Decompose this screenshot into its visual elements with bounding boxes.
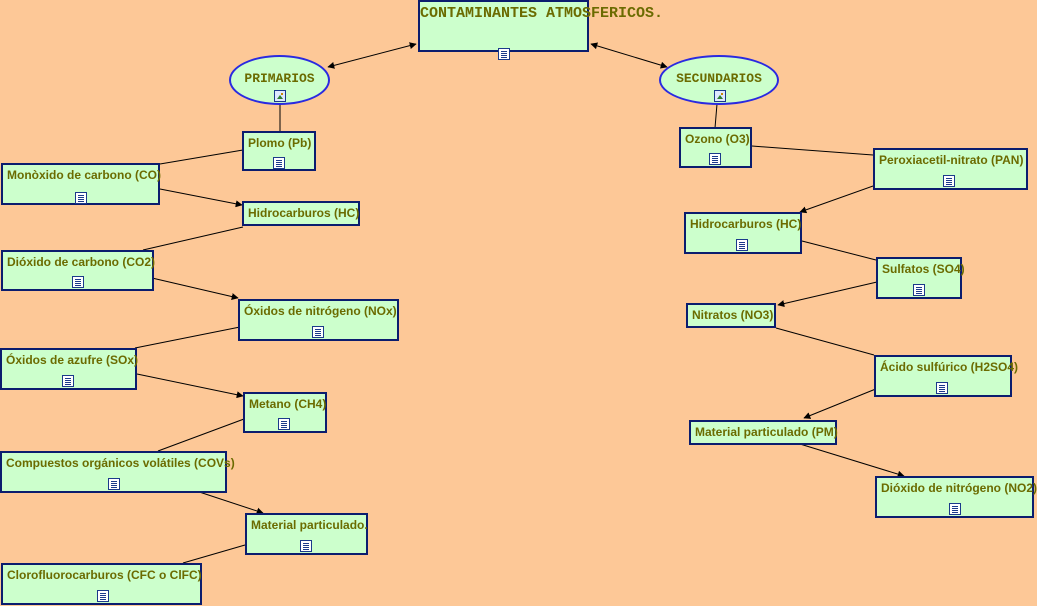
image-icon[interactable] bbox=[714, 90, 726, 102]
node-hidrocarburos-s[interactable]: Hidrocarburos (HC) bbox=[684, 212, 802, 254]
link-nox-sox bbox=[134, 326, 241, 349]
document-icon[interactable] bbox=[936, 382, 948, 394]
document-icon[interactable] bbox=[62, 375, 74, 387]
document-icon[interactable] bbox=[108, 478, 120, 490]
node-label: Nitratos (NO3) bbox=[692, 308, 774, 322]
node-clorofluorocarburos[interactable]: Clorofluorocarburos (CFC o ClFC) bbox=[1, 563, 202, 605]
link-hc-co2 bbox=[142, 226, 244, 251]
node-label: Ácido sulfúrico (H2SO4) bbox=[880, 360, 1019, 374]
link-title-secundarios bbox=[590, 42, 668, 69]
document-icon[interactable] bbox=[709, 153, 721, 165]
node-label: Clorofluorocarburos (CFC o ClFC) bbox=[7, 568, 202, 582]
node-label: Óxidos de nitrógeno (NOx) bbox=[244, 304, 397, 318]
node-label: Plomo (Pb) bbox=[248, 136, 312, 150]
title-label: CONTAMINANTES ATMOSFERICOS. bbox=[420, 5, 664, 22]
node-label: Material particulado (PM) bbox=[695, 425, 838, 439]
document-icon[interactable] bbox=[736, 239, 748, 251]
link-plomo-co bbox=[159, 149, 244, 165]
node-label: Metano (CH4) bbox=[249, 397, 327, 411]
link-pm-cfc bbox=[182, 544, 246, 564]
document-icon[interactable] bbox=[498, 48, 510, 60]
node-sulfatos[interactable]: Sulfatos (SO4) bbox=[876, 257, 965, 299]
link-title-primarios bbox=[327, 42, 417, 69]
link-ch4-covs bbox=[157, 418, 245, 452]
node-label: Compuestos orgánicos volátiles (COVs) bbox=[6, 456, 235, 470]
secundarios-label: SECUNDARIOS bbox=[676, 71, 762, 86]
node-hidrocarburos-p[interactable]: Hidrocarburos (HC) bbox=[242, 201, 360, 226]
document-icon[interactable] bbox=[278, 418, 290, 430]
node-plomo[interactable]: Plomo (Pb) bbox=[242, 131, 316, 171]
document-icon[interactable] bbox=[273, 157, 285, 169]
node-label: Ozono (O3) bbox=[685, 132, 750, 146]
document-icon[interactable] bbox=[949, 503, 961, 515]
document-icon[interactable] bbox=[943, 175, 955, 187]
node-material-particulado-p[interactable]: Material particulado. bbox=[245, 513, 368, 555]
link-ozono-pan bbox=[751, 145, 874, 156]
node-dioxido-carbono[interactable]: Dióxido de carbono (CO2) bbox=[1, 250, 156, 291]
node-label: Monòxido de carbono (CO) bbox=[7, 168, 161, 182]
document-icon[interactable] bbox=[300, 540, 312, 552]
link-no3-h2so4 bbox=[775, 327, 875, 356]
link-pm-no2 bbox=[799, 443, 905, 478]
document-icon[interactable] bbox=[913, 284, 925, 296]
link-co-hc bbox=[159, 188, 243, 208]
document-icon[interactable] bbox=[312, 326, 324, 338]
node-oxidos-azufre[interactable]: Óxidos de azufre (SOx) bbox=[0, 348, 139, 390]
document-icon[interactable] bbox=[97, 590, 109, 602]
link-co2-nox bbox=[151, 277, 239, 300]
primarios-node[interactable]: PRIMARIOS bbox=[229, 55, 330, 105]
node-label: Material particulado. bbox=[251, 518, 368, 532]
link-hc-so4 bbox=[801, 240, 877, 261]
node-covs[interactable]: Compuestos orgánicos volátiles (COVs) bbox=[0, 451, 235, 493]
node-acido-sulfurico[interactable]: Ácido sulfúrico (H2SO4) bbox=[874, 355, 1019, 397]
node-label: Peroxiacetil-nitrato (PAN) bbox=[879, 153, 1024, 167]
node-label: Dióxido de nitrógeno (NO2) bbox=[881, 481, 1037, 495]
node-label: Hidrocarburos (HC) bbox=[690, 217, 802, 231]
node-label: Hidrocarburos (HC) bbox=[248, 206, 360, 220]
node-material-particulado-s[interactable]: Material particulado (PM) bbox=[689, 420, 838, 445]
node-ozono[interactable]: Ozono (O3) bbox=[679, 127, 752, 168]
node-label: Sulfatos (SO4) bbox=[882, 262, 965, 276]
node-dioxido-nitrogeno[interactable]: Dióxido de nitrógeno (NO2) bbox=[875, 476, 1037, 518]
node-label: Óxidos de azufre (SOx) bbox=[6, 353, 139, 367]
secundarios-node[interactable]: SECUNDARIOS bbox=[659, 55, 779, 105]
node-metano[interactable]: Metano (CH4) bbox=[243, 392, 327, 433]
primarios-label: PRIMARIOS bbox=[244, 71, 315, 86]
document-icon[interactable] bbox=[72, 276, 84, 288]
node-monoxido-carbono[interactable]: Monòxido de carbono (CO) bbox=[1, 163, 161, 205]
title-node[interactable]: CONTAMINANTES ATMOSFERICOS. bbox=[418, 0, 664, 60]
image-icon[interactable] bbox=[274, 90, 286, 102]
node-peroxiacetil-nitrato[interactable]: Peroxiacetil-nitrato (PAN) bbox=[873, 148, 1028, 190]
link-sox-ch4 bbox=[136, 373, 244, 399]
node-label: Dióxido de carbono (CO2) bbox=[7, 255, 156, 269]
node-nitratos[interactable]: Nitratos (NO3) bbox=[686, 303, 776, 328]
link-secundarios-ozono bbox=[714, 103, 718, 129]
link-so4-no3 bbox=[777, 281, 878, 307]
node-oxidos-nitrogeno[interactable]: Óxidos de nitrógeno (NOx) bbox=[238, 299, 399, 341]
document-icon[interactable] bbox=[75, 192, 87, 204]
